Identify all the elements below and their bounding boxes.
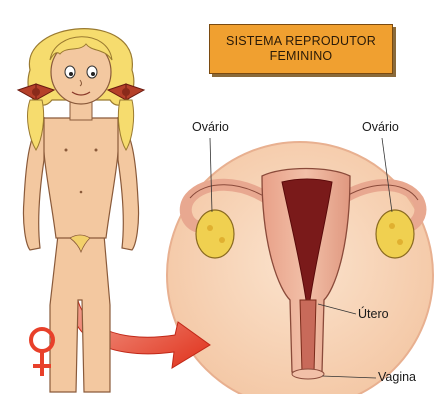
title-line-1: SISTEMA REPRODUTOR: [226, 34, 376, 49]
label-uterus: Útero: [358, 307, 389, 321]
vagina-canal: [300, 300, 316, 372]
title-line-2: FEMININO: [270, 49, 333, 64]
label-ovary-left: Ovário: [192, 120, 229, 134]
title-box: SISTEMA REPRODUTOR FEMININO: [209, 24, 393, 74]
label-vagina: Vagina: [378, 370, 416, 384]
ovary-right: [376, 210, 414, 258]
ovary-left: [196, 210, 234, 258]
label-ovary-right: Ovário: [362, 120, 399, 134]
